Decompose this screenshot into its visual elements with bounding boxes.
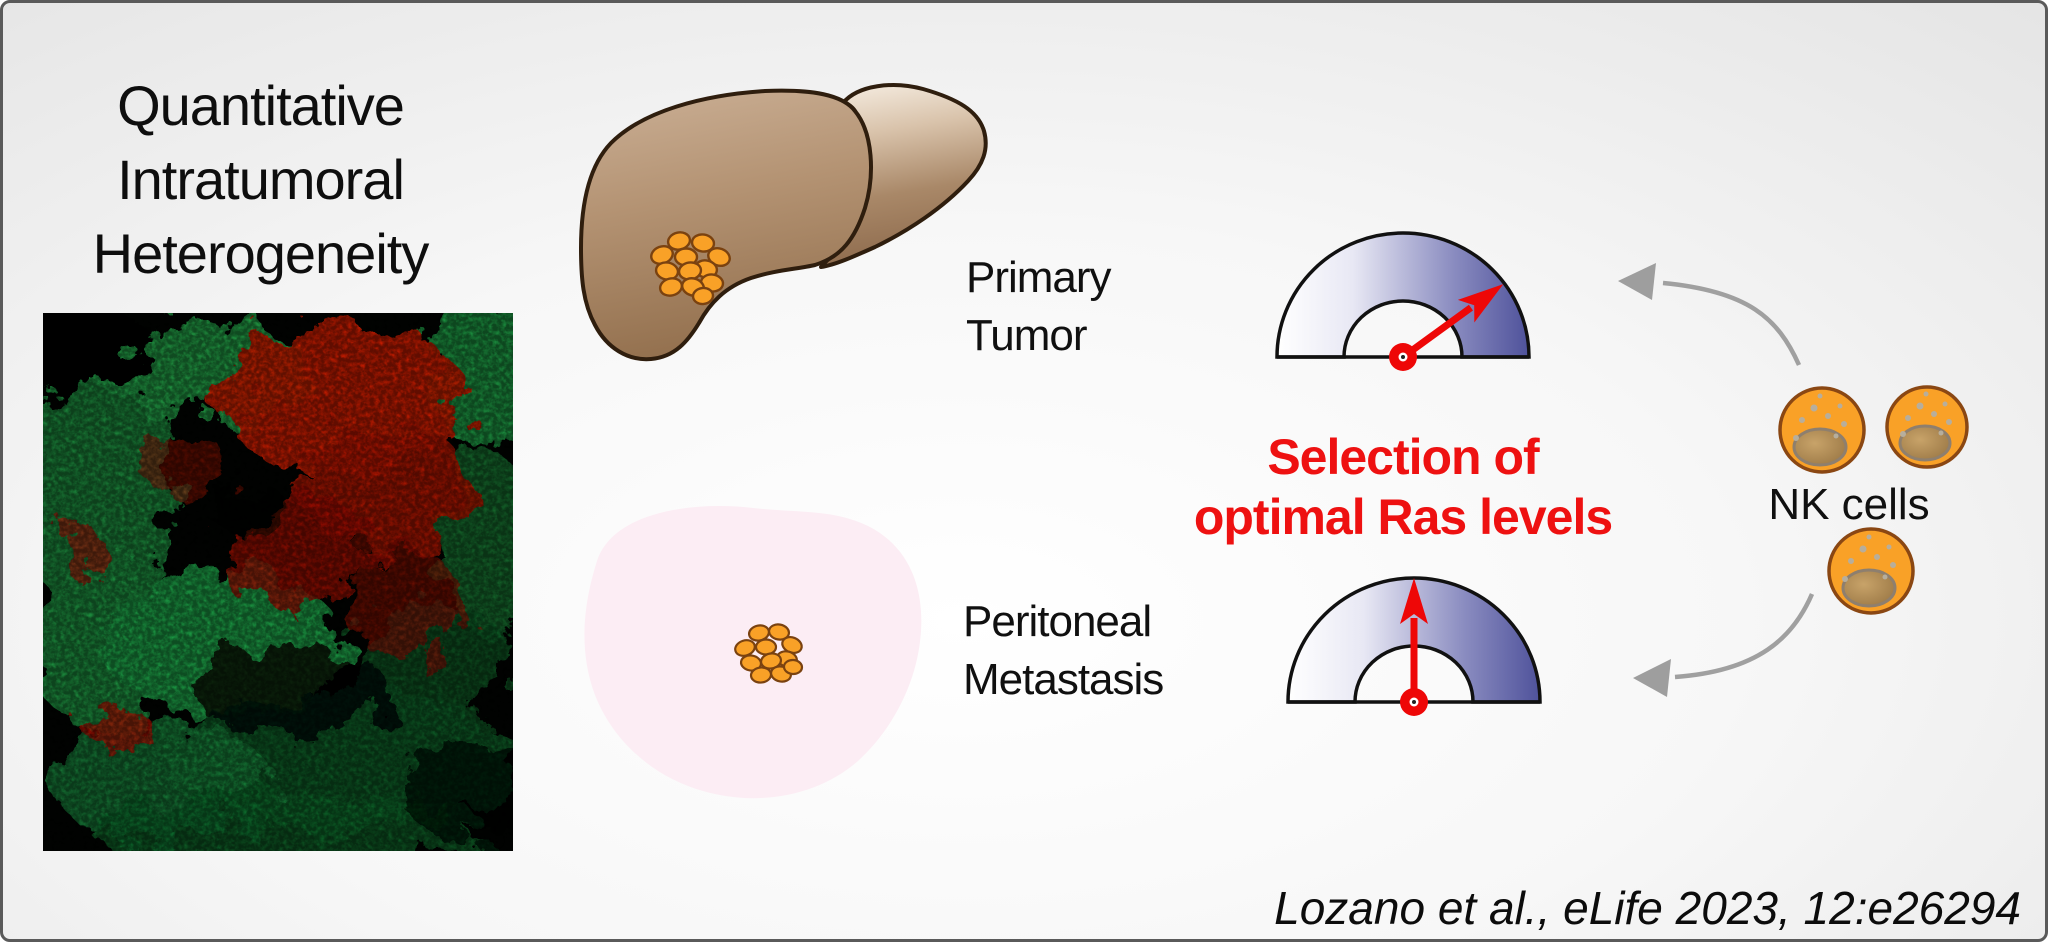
peritoneal-metastasis-label-line: Metastasis xyxy=(963,655,1164,704)
ras-level-gauge-primary xyxy=(1275,231,1531,371)
gauge-pivot-dot xyxy=(1401,355,1405,359)
peritoneum-illustration xyxy=(584,506,922,799)
metastasis-cell-cluster xyxy=(734,623,804,684)
gauge-ring xyxy=(1275,231,1531,359)
selection-emphasis-line: optimal Ras levels xyxy=(1193,489,1613,545)
liver-illustration xyxy=(579,83,988,362)
ras-level-gauge-metastasis xyxy=(1286,576,1542,716)
arrowhead-icon xyxy=(1633,659,1671,697)
figure-title: Quantitative Intratumoral Heterogeneity xyxy=(48,69,473,291)
primary-tumor-cell-cluster xyxy=(650,231,731,306)
nk-cell xyxy=(1778,386,1866,474)
nk-cell xyxy=(1885,385,1969,469)
figure-title-line: Heterogeneity xyxy=(92,222,430,285)
primary-tumor-label-line: Primary xyxy=(966,253,1112,302)
figure-title-line: Quantitative xyxy=(117,74,405,137)
nk-cells-label: NK cells xyxy=(1768,480,1930,529)
fluorescence-micrograph xyxy=(43,313,513,851)
peritoneal-metastasis-label-line: Peritoneal xyxy=(963,597,1152,646)
primary-tumor-label-line: Tumor xyxy=(966,311,1087,360)
micrograph-texture-overlay xyxy=(43,313,513,851)
primary-tumor-label: Primary Tumor xyxy=(966,249,1112,365)
nk-cell xyxy=(1827,527,1915,615)
selection-emphasis-line: Selection of xyxy=(1267,429,1539,485)
gauge-needle xyxy=(1400,284,1504,360)
curved-arrow-to-primary-gauge xyxy=(1618,263,1802,366)
nk-cells-illustration xyxy=(1778,385,1969,615)
citation-text: Lozano et al., eLife 2023, 12:e26294 xyxy=(1274,882,2021,934)
liver-main-lobe xyxy=(579,88,873,362)
figure-title-line: Intratumoral xyxy=(117,148,405,211)
selection-emphasis-text: Selection of optimal Ras levels xyxy=(1103,427,1703,547)
gauge-pivot-dot xyxy=(1412,700,1416,704)
arrowhead-icon xyxy=(1618,263,1656,300)
peritoneal-metastasis-label: Peritoneal Metastasis xyxy=(963,593,1164,709)
